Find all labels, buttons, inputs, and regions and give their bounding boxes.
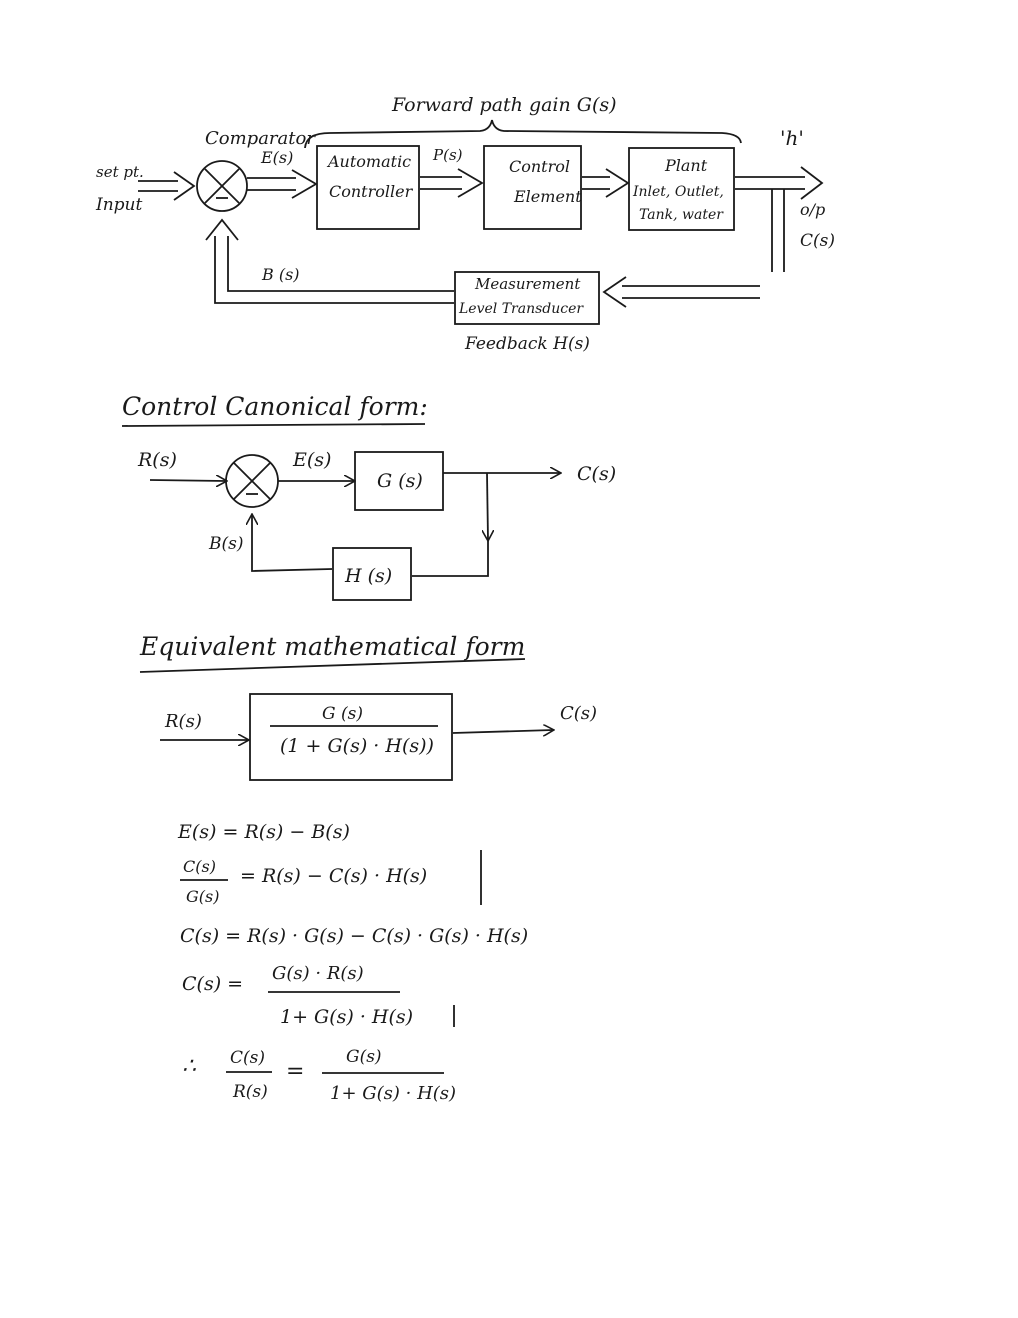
- canonical-comparator: [225, 454, 279, 508]
- canonical-rs-label: R(s): [137, 449, 177, 471]
- input-arrow: [138, 171, 196, 201]
- measurement-transducer-block: [454, 271, 600, 325]
- process-block-diagram: Forward path gain G(s) 'h' Comparator se…: [95, 94, 835, 354]
- controller-label: Controller: [329, 182, 414, 201]
- equation-1: E(s) = R(s) − B(s): [177, 821, 350, 843]
- canonical-underline: [121, 423, 426, 427]
- equation-5-denominator: R(s): [232, 1082, 268, 1102]
- canonical-es-label: E(s): [292, 449, 331, 471]
- equation-5-rhs-denominator: 1+ G(s) · H(s): [330, 1083, 456, 1104]
- control-element-block: [483, 145, 582, 230]
- automatic-label: Automatic: [326, 152, 411, 171]
- equation-5-rhs-numerator: G(s): [346, 1047, 382, 1067]
- canonical-cs-label: C(s): [577, 463, 616, 485]
- output-arrow: [735, 166, 824, 200]
- canonical-h-block: [332, 547, 412, 601]
- control-label: Control: [509, 157, 570, 176]
- equivalent-block: [249, 693, 453, 781]
- op-label: o/p: [800, 200, 825, 219]
- h-label: 'h': [780, 126, 804, 150]
- equation-2-numerator: C(s): [183, 857, 216, 876]
- element-output-arrow: [582, 168, 630, 198]
- plant-block: [628, 147, 735, 231]
- equation-4-denominator: 1+ G(s) · H(s): [280, 1006, 413, 1028]
- forward-path-label: Forward path gain G(s): [391, 94, 617, 116]
- equation-2-rhs: = R(s) − C(s) · H(s): [240, 865, 427, 887]
- measurement-label: Measurement: [474, 275, 581, 293]
- equivalent-output-arrow: [452, 730, 553, 733]
- feedback-input-arrow: [602, 276, 760, 308]
- equation-4-lhs: C(s) =: [182, 973, 243, 995]
- equivalent-cs-label: C(s): [560, 703, 597, 724]
- automatic-controller-block: [316, 145, 420, 230]
- canonical-hs-label: H (s): [344, 565, 392, 587]
- equation-2-denominator: G(s): [186, 887, 219, 906]
- equivalent-numerator: G (s): [322, 704, 363, 724]
- output-takeoff: [771, 189, 785, 272]
- forward-path-brace: [304, 119, 742, 149]
- output-cs-label: C(s): [800, 231, 835, 251]
- comparator-symbol: [196, 160, 248, 212]
- error-signal-label: E(s): [260, 148, 293, 167]
- element-label: Element: [513, 187, 582, 206]
- canonical-takeoff-arrow: [487, 472, 488, 540]
- equivalent-underline: [139, 658, 526, 673]
- equivalent-rs-label: R(s): [164, 711, 202, 732]
- equation-5-numerator: C(s): [230, 1048, 265, 1068]
- equation-4-numerator: G(s) · R(s): [272, 963, 364, 984]
- derivation-equations: E(s) = R(s) − B(s) C(s) G(s) = R(s) − C(…: [177, 821, 528, 1104]
- canonical-feedback-line: [412, 540, 489, 577]
- canonical-gs-label: G (s): [377, 470, 423, 492]
- input-label: Input: [95, 195, 142, 215]
- set-point-label: set pt.: [96, 163, 144, 181]
- plant-tank-label: Tank, water: [639, 207, 724, 223]
- feedback-label: Feedback H(s): [464, 334, 590, 354]
- equation-3: C(s) = R(s) · G(s) − C(s) · G(s) · H(s): [180, 925, 528, 947]
- canonical-title: Control Canonical form:: [122, 392, 428, 421]
- equivalent-denominator: (1 + G(s) · H(s)): [280, 735, 434, 757]
- canonical-return-arrow: [252, 515, 333, 572]
- controller-output-arrow: [420, 168, 484, 198]
- therefore-symbol: ∴: [182, 1054, 196, 1079]
- feedback-return-arrow: [205, 218, 454, 304]
- equivalent-form-section: Equivalent mathematical form R(s) G (s) …: [139, 632, 597, 781]
- equation-5-equals: =: [286, 1059, 304, 1084]
- ps-label: P(s): [432, 146, 463, 164]
- error-arrow: [247, 169, 318, 199]
- transducer-label: Level Transducer: [458, 301, 584, 317]
- canonical-g-block: [354, 451, 444, 511]
- canonical-bs-label: B(s): [208, 534, 243, 554]
- equivalent-title: Equivalent mathematical form: [139, 632, 525, 661]
- feedback-bs-label: B (s): [261, 265, 300, 284]
- canonical-input-arrow: [149, 480, 226, 481]
- plant-inlet-label: Inlet, Outlet,: [632, 184, 724, 200]
- canonical-form-section: Control Canonical form: R(s) E(s) G (s) …: [121, 392, 616, 601]
- comparator-label: Comparator: [205, 128, 316, 149]
- plant-label: Plant: [664, 156, 708, 175]
